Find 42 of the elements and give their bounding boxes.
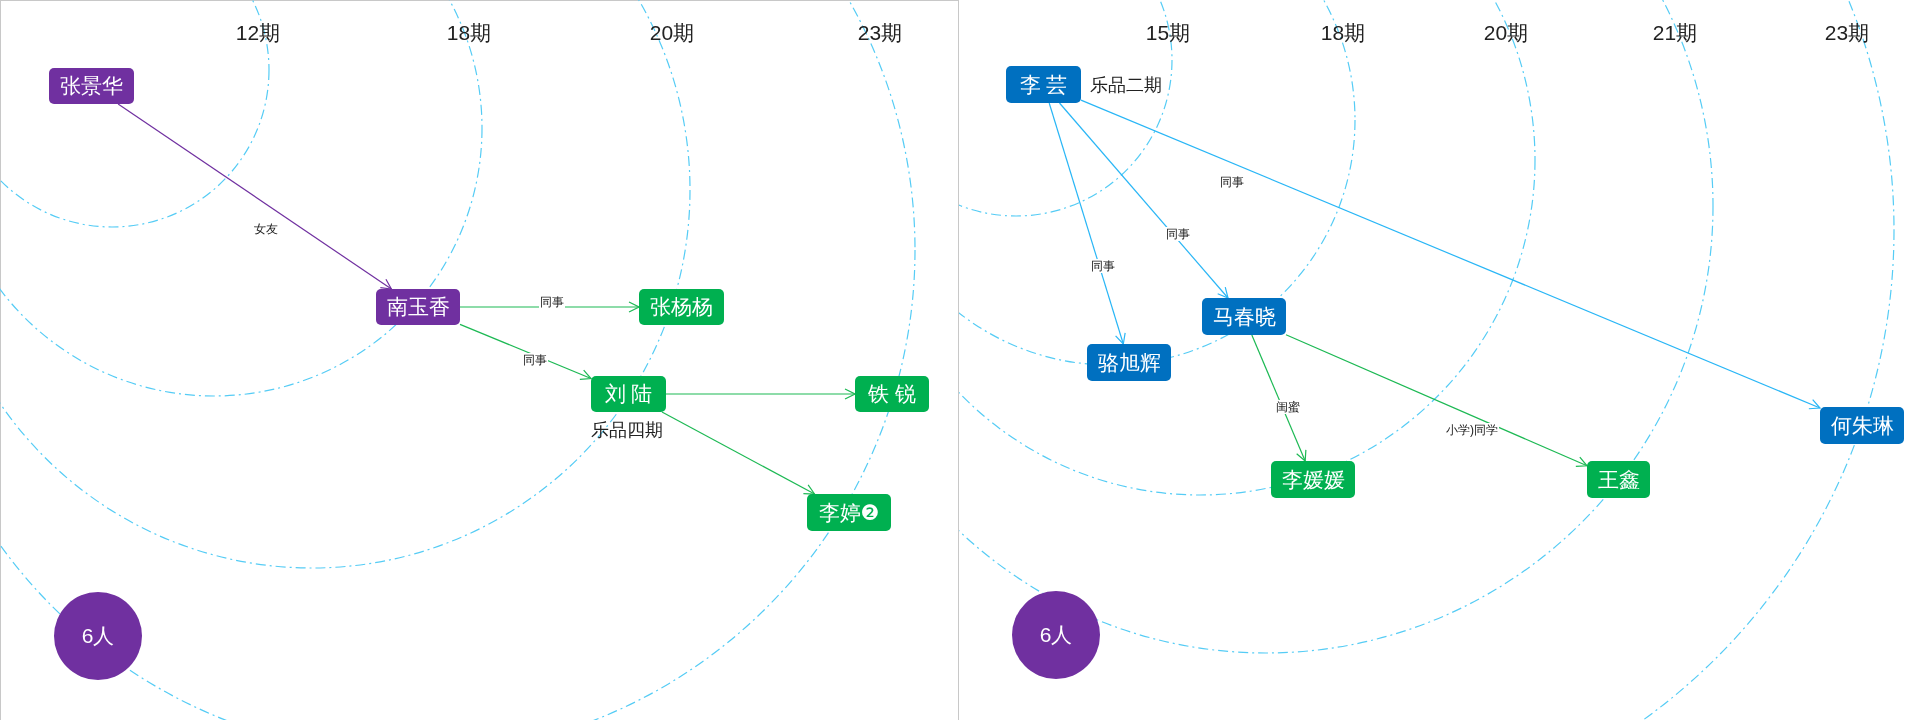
node-caption: 乐品二期	[1090, 74, 1162, 97]
period-label: 18期	[1320, 20, 1366, 46]
period-label: 20期	[649, 20, 695, 46]
period-label: 20期	[1483, 20, 1529, 46]
name-tag: 何朱琳	[1820, 407, 1904, 444]
edge-label: 同事	[1165, 227, 1191, 241]
arrow	[1048, 102, 1126, 345]
count-circle: 6人	[1012, 591, 1100, 679]
period-label: 18期	[446, 20, 492, 46]
arrow	[665, 388, 856, 400]
name-tag: 铁 锐	[855, 376, 929, 412]
name-tag: 骆旭辉	[1087, 344, 1171, 381]
edge-label: 小学)同学	[1445, 423, 1499, 437]
period-label: 12期	[235, 20, 281, 46]
arrow	[459, 323, 592, 380]
arrow	[117, 103, 392, 290]
arrow	[661, 411, 816, 495]
period-label: 15期	[1145, 20, 1191, 46]
name-tag: 南玉香	[376, 289, 460, 325]
arrow	[1251, 334, 1307, 462]
arrow	[1058, 102, 1229, 299]
period-label: 23期	[1824, 20, 1870, 46]
arrow	[1080, 99, 1821, 410]
name-tag: 李 芸	[1006, 66, 1081, 103]
period-label: 21期	[1652, 20, 1698, 46]
edge-label: 同事	[1090, 259, 1116, 273]
node-caption: 乐品四期	[591, 419, 663, 442]
name-tag: 张杨杨	[639, 289, 724, 325]
name-tag: 张景华	[49, 68, 134, 104]
edge-label: 同事	[1219, 175, 1245, 189]
edge-label: 女友	[253, 222, 279, 236]
edge-label: 同事	[539, 295, 565, 309]
edge-label: 同事	[522, 353, 548, 367]
period-label: 23期	[857, 20, 903, 46]
name-tag: 马春晓	[1202, 298, 1286, 335]
arrow	[1285, 334, 1588, 467]
edge-label: 闺蜜	[1275, 400, 1301, 414]
name-tag: 李婷❷	[807, 494, 891, 531]
count-circle: 6人	[54, 592, 142, 680]
name-tag: 王鑫	[1587, 461, 1650, 498]
name-tag: 刘 陆	[591, 376, 666, 412]
name-tag: 李媛媛	[1271, 461, 1355, 498]
